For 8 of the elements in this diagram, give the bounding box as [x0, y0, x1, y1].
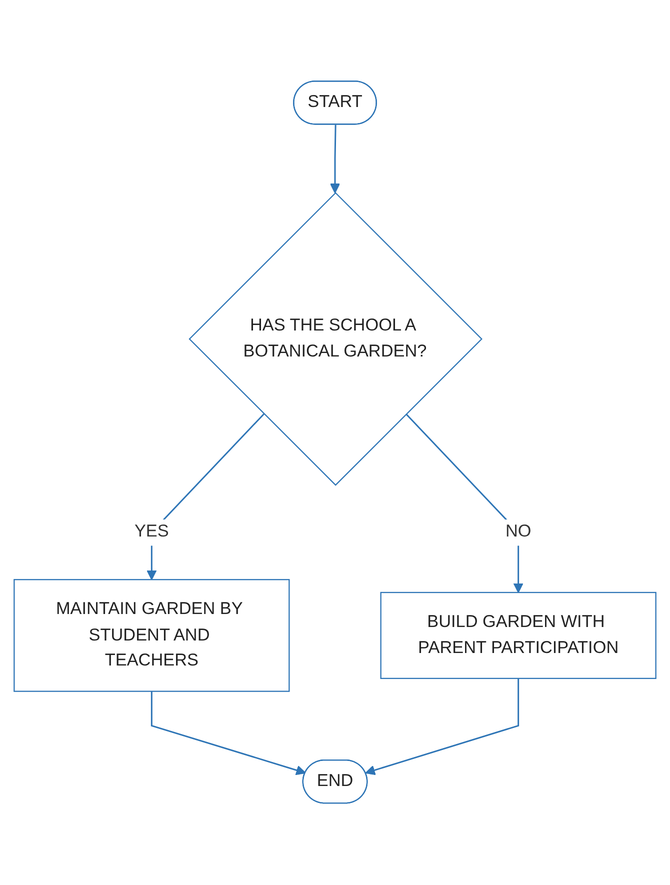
arrow — [330, 125, 340, 194]
node-box: MAINTAIN GARDEN BY STUDENT AND TEACHERS — [14, 579, 290, 692]
arrow — [365, 678, 520, 776]
edge-label: YES — [134, 522, 169, 542]
node-diamond: HAS THE SCHOOL A BOTANICAL GARDEN? — [188, 192, 482, 486]
node-box: BUILD GARDEN WITH PARENT PARTICIPATION — [380, 592, 656, 680]
edge-label: NO — [505, 522, 532, 542]
arrow — [150, 692, 306, 776]
